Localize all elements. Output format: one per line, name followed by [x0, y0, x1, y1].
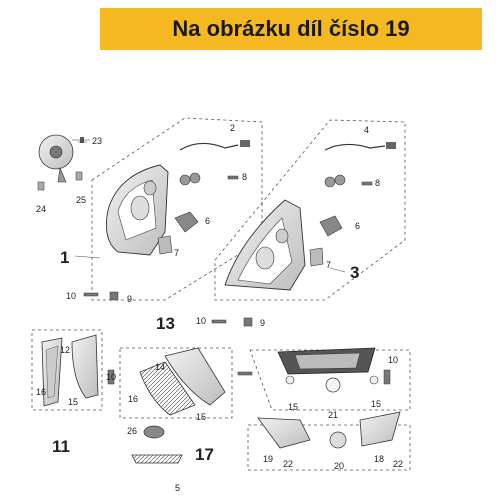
label-6b: 6	[355, 221, 360, 231]
label-1: 1	[60, 248, 69, 267]
label-14: 14	[155, 362, 165, 372]
label-3: 3	[350, 263, 359, 282]
left-side-reflector-part	[41, 334, 99, 407]
label-24: 24	[36, 204, 46, 214]
label-19: 19	[263, 454, 273, 464]
part-labels: 2 4 23 8 8 25 24 6 6 7 7 1 3 10 9 10 9 1…	[36, 123, 403, 493]
label-26: 26	[127, 426, 137, 436]
banner-text: Na obrázku díl číslo 19	[172, 16, 410, 41]
horn-part	[37, 134, 90, 191]
rear-lamp-housing-part	[277, 347, 379, 393]
label-2: 2	[230, 123, 235, 133]
part-number-banner: Na obrázku díl číslo 19	[100, 8, 482, 50]
label-7b: 7	[326, 260, 331, 270]
label-16b: 16	[128, 394, 138, 404]
fasteners	[83, 175, 391, 385]
label-20: 20	[334, 461, 344, 471]
label-25: 25	[76, 195, 86, 205]
label-15b: 15	[196, 412, 206, 422]
label-12: 12	[60, 345, 70, 355]
label-23: 23	[92, 136, 102, 146]
label-7a: 7	[174, 248, 179, 258]
left-headlight-part	[105, 140, 250, 256]
rear-indicator-part	[257, 411, 401, 449]
label-15a: 15	[68, 397, 78, 407]
label-10a: 10	[66, 291, 76, 301]
label-10c: 10	[388, 355, 398, 365]
right-headlight-part	[224, 142, 396, 291]
label-17: 17	[195, 445, 214, 464]
label-10d: 10	[106, 372, 116, 382]
label-16a: 16	[36, 387, 46, 397]
badge-and-grille-part	[131, 425, 183, 464]
label-8a: 8	[242, 172, 247, 182]
label-13: 13	[156, 314, 175, 333]
label-21: 21	[328, 410, 338, 420]
label-22b: 22	[393, 459, 403, 469]
label-9a: 9	[127, 294, 132, 304]
label-18: 18	[374, 454, 384, 464]
label-15c: 15	[288, 402, 298, 412]
label-22a: 22	[283, 459, 293, 469]
label-9b: 9	[260, 318, 265, 328]
label-5: 5	[175, 483, 180, 493]
leader-lines	[74, 141, 346, 273]
label-6a: 6	[205, 216, 210, 226]
label-15d: 15	[371, 399, 381, 409]
front-side-reflector-part	[139, 347, 226, 416]
label-8b: 8	[375, 178, 380, 188]
label-10b: 10	[196, 316, 206, 326]
label-4: 4	[364, 125, 369, 135]
label-11: 11	[52, 437, 70, 456]
